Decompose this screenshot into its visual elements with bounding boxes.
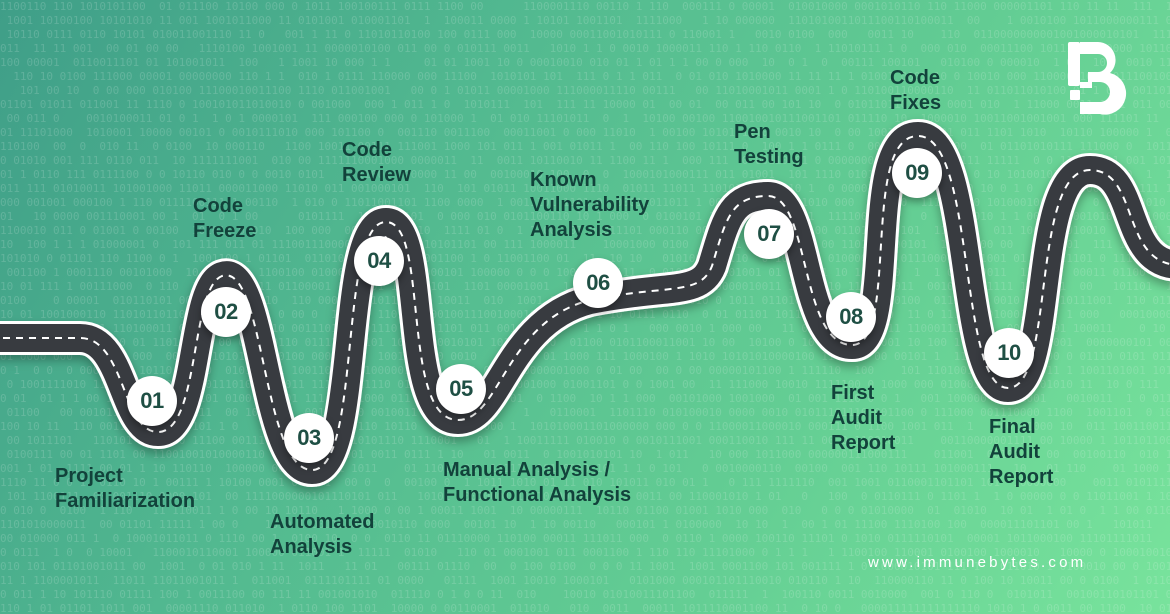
step-marker-07: 07	[744, 209, 794, 259]
immunebytes-logo-icon	[1068, 42, 1127, 115]
step-label-09: Code Fixes	[890, 66, 941, 116]
step-label-04-line-2: Review	[342, 164, 411, 186]
step-label-09-line-2: Fixes	[890, 92, 942, 114]
step-label-02: Code Freeze	[193, 194, 256, 244]
step-label-03-line-1: Automated	[270, 511, 375, 533]
step-label-02-line-2: Freeze	[193, 220, 257, 242]
step-marker-01: 01	[127, 376, 177, 426]
step-label-04: Code Review	[342, 138, 411, 188]
step-label-06-line-2: Vulnerability	[530, 194, 650, 216]
step-label-06: Known Vulnerability Analysis	[530, 168, 649, 243]
step-label-06-line-3: Analysis	[530, 219, 613, 241]
website-url: www.immunebytes.com	[868, 554, 1087, 571]
step-marker-04: 04	[354, 236, 404, 286]
step-label-08-line-3: Report	[831, 432, 896, 454]
step-label-04-line-1: Code	[342, 139, 392, 161]
step-label-07-line-1: Pen	[734, 121, 771, 143]
step-label-09-line-1: Code	[890, 67, 940, 89]
step-label-05: Manual Analysis / Functional Analysis	[443, 458, 631, 508]
step-label-06-line-1: Known	[530, 169, 597, 191]
step-label-08-line-2: Audit	[831, 407, 883, 429]
step-label-10-line-3: Report	[989, 466, 1054, 488]
step-label-08-line-1: First	[831, 382, 875, 404]
step-marker-09: 09	[892, 148, 942, 198]
step-label-08: First Audit Report	[831, 381, 895, 456]
step-marker-05: 05	[436, 364, 486, 414]
step-label-01-line-2: Familiarization	[55, 490, 196, 512]
step-label-05-line-1: Manual Analysis /	[443, 459, 611, 481]
step-label-07-line-2: Testing	[734, 146, 804, 168]
step-label-01-line-1: Project	[55, 465, 123, 487]
step-label-01: Project Familiarization	[55, 464, 195, 514]
step-label-03-line-2: Analysis	[270, 536, 353, 558]
step-label-02-line-1: Code	[193, 195, 243, 217]
step-label-05-line-2: Functional Analysis	[443, 484, 632, 506]
step-marker-08: 08	[826, 292, 876, 342]
step-marker-06: 06	[573, 258, 623, 308]
step-label-03: Automated Analysis	[270, 510, 374, 560]
step-marker-02: 02	[201, 287, 251, 337]
step-label-10-line-2: Audit	[989, 441, 1041, 463]
step-label-10-line-1: Final	[989, 416, 1036, 438]
step-label-07: Pen Testing	[734, 120, 804, 170]
step-marker-10: 10	[984, 328, 1034, 378]
step-label-10: Final Audit Report	[989, 415, 1053, 490]
step-marker-03: 03	[284, 413, 334, 463]
